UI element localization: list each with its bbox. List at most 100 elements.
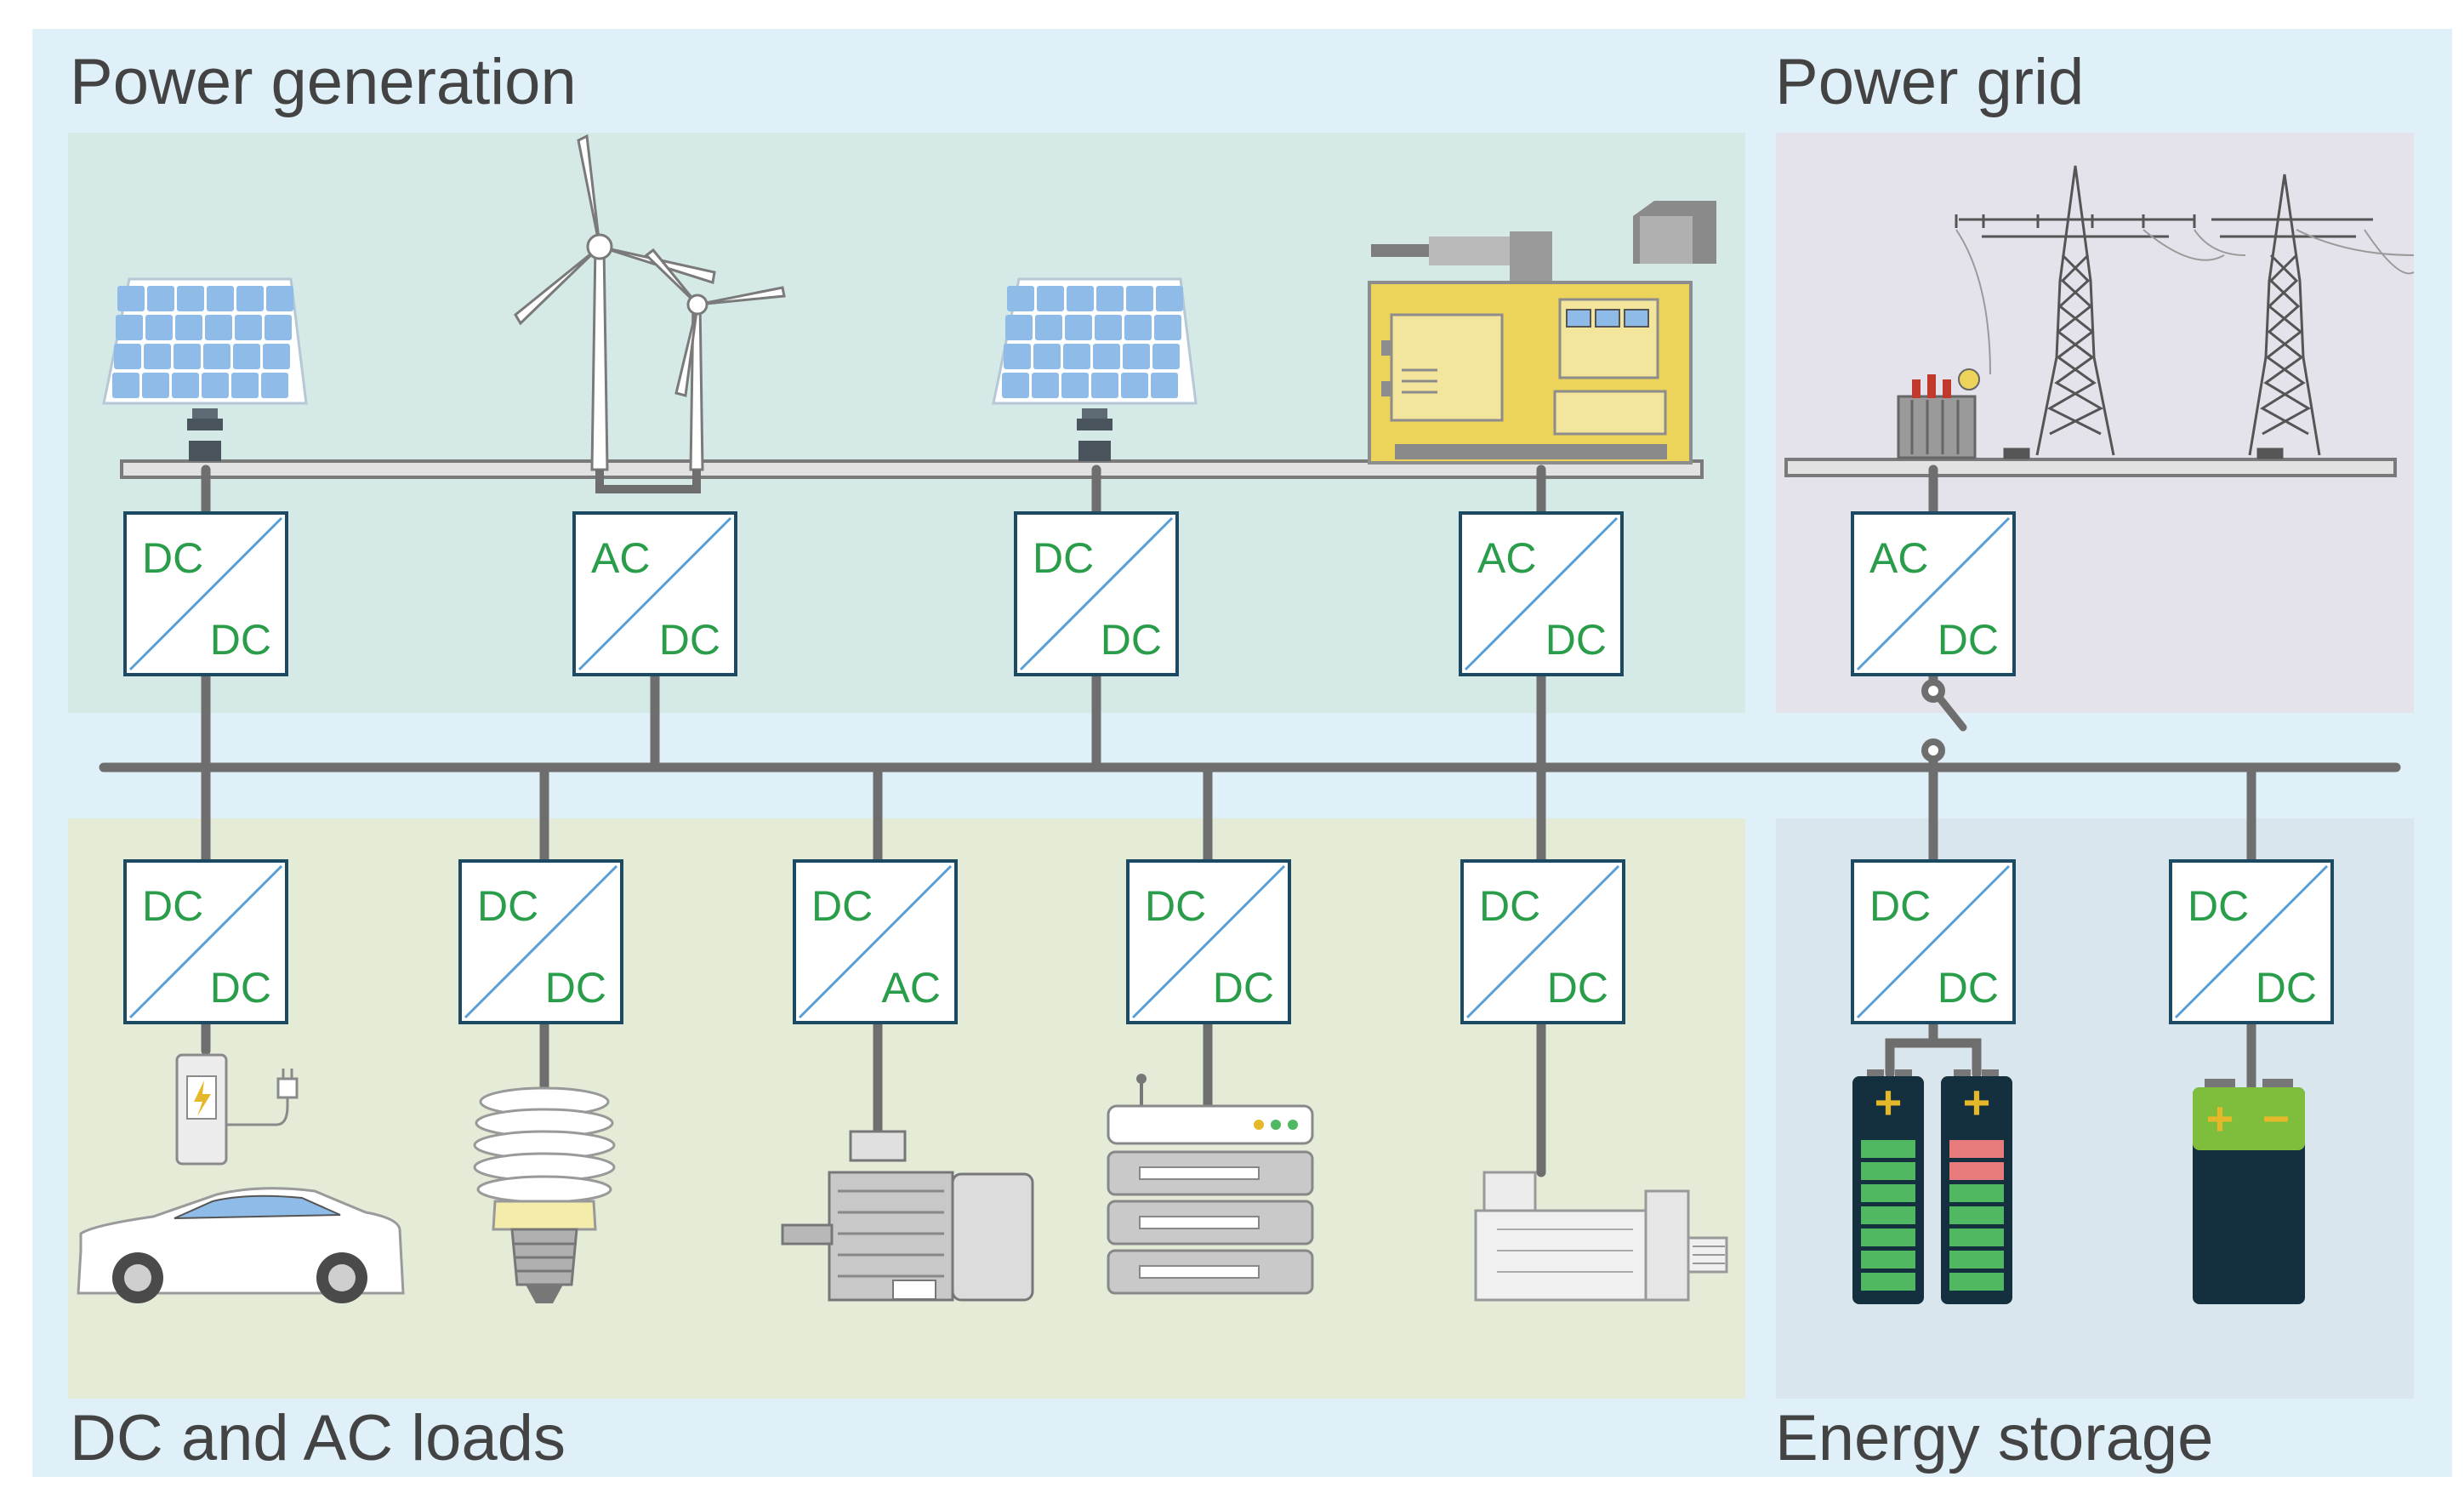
solar-cell (174, 344, 201, 369)
section-title-loads: DC and AC loads (70, 1402, 566, 1474)
converter-output-label: DC (1938, 964, 1999, 1012)
converter-output-label: DC (1213, 964, 1274, 1012)
solar-cell (1096, 286, 1124, 311)
converter-input-label: DC (142, 882, 203, 930)
converter-output-label: DC (2256, 964, 2317, 1012)
solar-cell (231, 373, 259, 398)
solar-cell (1123, 344, 1150, 369)
battery-icon: + − (2193, 1079, 2305, 1304)
battery-cell (1949, 1251, 2004, 1268)
battery-cell (1861, 1273, 1915, 1291)
solar-cell (147, 286, 174, 311)
transmission-tower-icon (1955, 165, 2415, 459)
ev-charger-icon (175, 1053, 299, 1166)
solar-cell (1065, 315, 1092, 340)
converter-diagonal (1131, 864, 1286, 1019)
solar-cell (205, 315, 232, 340)
converter-output-label: DC (210, 964, 271, 1012)
switch-icon (1921, 679, 1967, 762)
converter-diagonal (464, 864, 618, 1019)
solar-cell (236, 286, 264, 311)
solar-cell (175, 315, 202, 340)
battery-icon: + (1941, 1069, 2012, 1304)
converter-diagonal (1464, 516, 1619, 671)
solar-cell (1032, 373, 1059, 398)
cfl-bulb-icon (473, 1086, 616, 1303)
solar-cell (266, 286, 293, 311)
converter-diagonal (578, 516, 732, 671)
solar-cell (1154, 315, 1181, 340)
solar-cell (233, 344, 260, 369)
converter-input-label: DC (1033, 534, 1094, 582)
solar-cell (116, 315, 143, 340)
solar-cell (1035, 315, 1062, 340)
transformer-icon (1897, 368, 1980, 459)
converter-output-label: DC (1101, 616, 1162, 664)
converter-input-label: DC (477, 882, 538, 930)
section-title-grid: Power grid (1775, 46, 2084, 118)
converter-input-label: DC (142, 534, 203, 582)
solar-cell (203, 344, 230, 369)
solar-cell (1156, 286, 1183, 311)
battery-cell (1861, 1184, 1915, 1202)
converter-output-label: DC (545, 964, 606, 1012)
solar-cell (207, 286, 234, 311)
solar-cell (1091, 373, 1118, 398)
solar-cell (172, 373, 199, 398)
converter-input-label: DC (1869, 882, 1931, 930)
converter-input-label: DC (1479, 882, 1540, 930)
converter-output-label: DC (1545, 616, 1607, 664)
wind-turbine-icon (514, 134, 786, 493)
solar-cell (114, 344, 141, 369)
solar-cell (1007, 286, 1034, 311)
solar-cell (1033, 344, 1061, 369)
solar-cell (235, 315, 262, 340)
solar-cell (1061, 373, 1089, 398)
battery-cell (1949, 1206, 2004, 1224)
converter-output-label: DC (1938, 616, 1999, 664)
converter-diagonal (128, 516, 283, 671)
converter-diagonal (128, 864, 283, 1019)
converter-diagonal (1856, 516, 2011, 671)
converter-output-label: DC (659, 616, 720, 664)
solar-cell (1152, 344, 1180, 369)
section-title-storage: Energy storage (1775, 1402, 2213, 1474)
solar-cell (1005, 315, 1033, 340)
battery-cell (1949, 1162, 2004, 1180)
converter-group: DCDCACDCDCDCACDCACDCDCDCDCDCDCACDCDCDCDC… (123, 511, 2334, 1024)
battery-cell (1861, 1140, 1915, 1158)
servo-motor-icon (1474, 1171, 1728, 1302)
battery-icon: + (1852, 1069, 1924, 1304)
generation-rail (120, 459, 1704, 479)
converter-output-label: AC (882, 964, 941, 1012)
solar-cell (112, 373, 139, 398)
converter-diagonal (1856, 864, 2011, 1019)
converter-diagonal (1465, 864, 1620, 1019)
solar-cell (144, 344, 171, 369)
converter-input-label: AC (1869, 534, 1928, 582)
solar-cell (145, 315, 173, 340)
battery-cell (1861, 1162, 1915, 1180)
solar-cell (1004, 344, 1031, 369)
section-title-generation: Power generation (70, 46, 577, 118)
grid-rail (1784, 458, 2397, 477)
battery-cell (1861, 1229, 1915, 1246)
battery-cell (1949, 1273, 2004, 1291)
solar-cell (1002, 373, 1029, 398)
battery-cell (1949, 1140, 2004, 1158)
solar-cell (1063, 344, 1090, 369)
solar-cell (1067, 286, 1094, 311)
solar-cell (263, 344, 290, 369)
solar-cell (1151, 373, 1178, 398)
solar-cell (265, 315, 292, 340)
solar-cell (1037, 286, 1064, 311)
solar-cell (142, 373, 169, 398)
